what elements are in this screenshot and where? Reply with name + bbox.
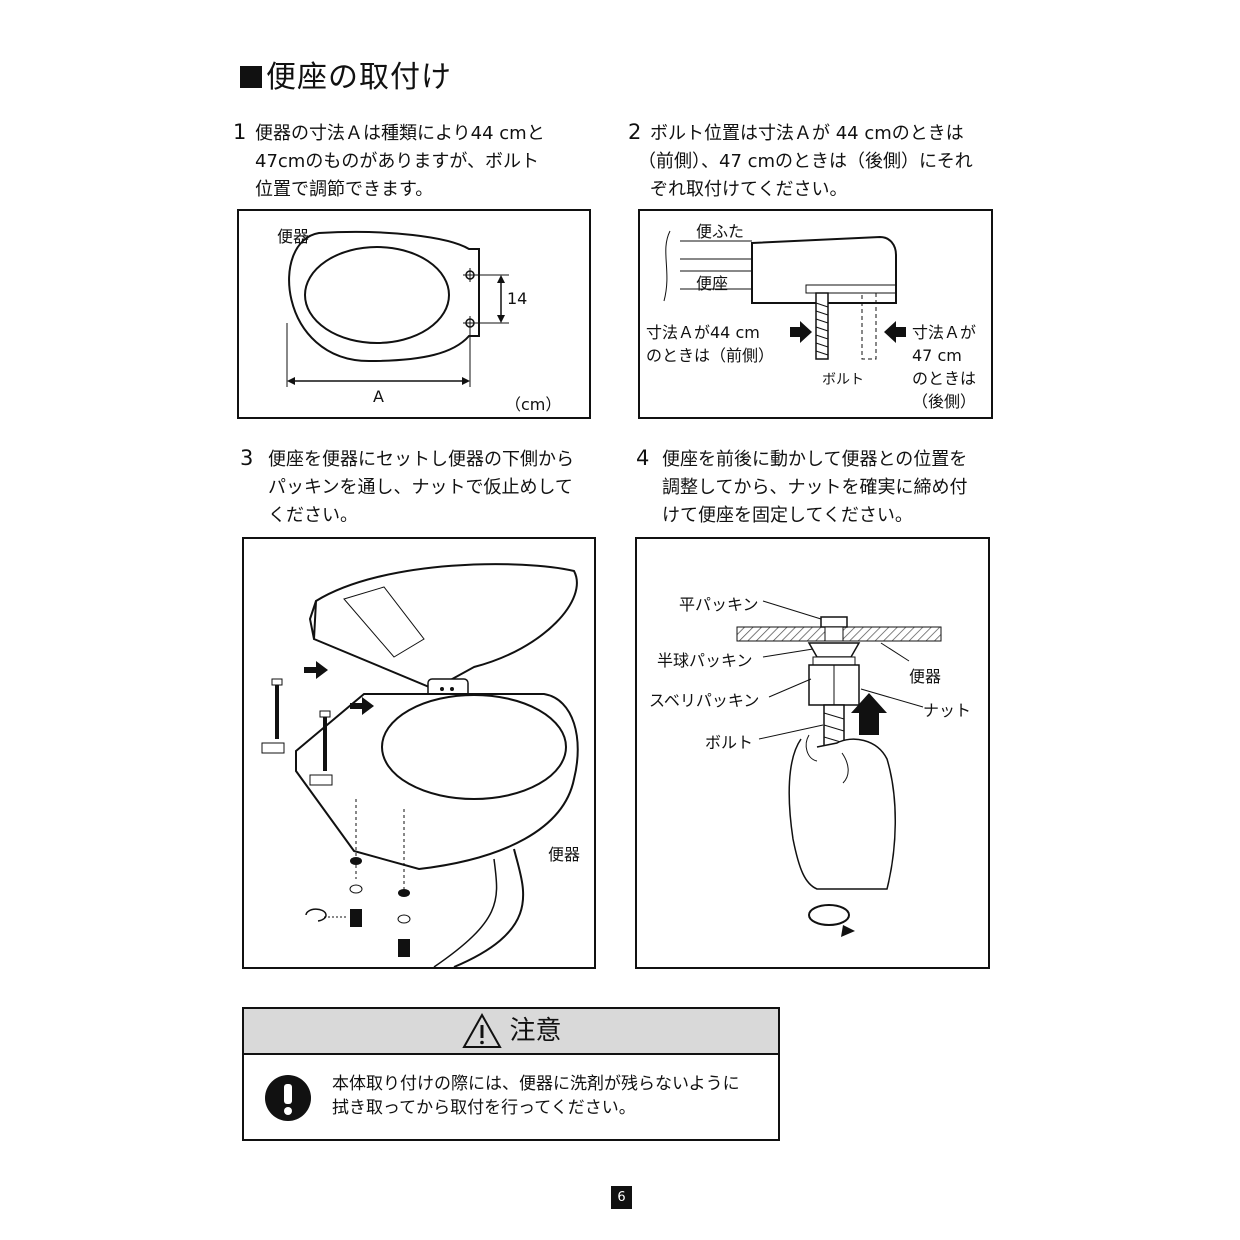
page-title: 便座の取付け	[240, 52, 452, 96]
caution-message: 本体取り付けの際には、便器に洗剤が残らないように 拭き取ってから取付を行ってくだ…	[332, 1074, 740, 1118]
seat-and-bowl-exploded-drawing	[261, 563, 579, 968]
bolt-cross-section-drawing	[736, 600, 942, 937]
label-benki: 便器	[548, 845, 581, 864]
benki-label: 便器	[909, 667, 942, 686]
toilet-bowl-outline-drawing	[286, 230, 509, 387]
step-number: 1	[233, 120, 247, 144]
label-seat: 便座	[696, 274, 729, 293]
rear-position-note: 寸法Ａが 47 cm のときは （後側）	[912, 323, 977, 411]
figure-3-seat-installation: 便器	[242, 537, 596, 969]
label-benki: 便器	[277, 227, 310, 246]
figure-2-bolt-position: 便ふた 便座 寸法Ａが44 cm のときは（前側） ボルト 寸法Ａが 47 cm…	[638, 209, 993, 419]
nut-label: ナット	[923, 701, 972, 720]
figure-1-seat-dimension: 便器 14 A （cm）	[237, 209, 591, 419]
label-bolt: ボルト	[822, 372, 864, 388]
step-number: 4	[636, 446, 650, 470]
unit-label: （cm）	[505, 395, 562, 414]
step-number: 3	[240, 446, 254, 470]
figure-4-nut-tightening: 平パッキン 半球パッキン スベリパッキン ボルト 便器 ナット	[635, 537, 990, 969]
dimension-14-label: 14	[507, 289, 528, 308]
caution-body: 本体取り付けの際には、便器に洗剤が残らないように 拭き取ってから取付を行ってくだ…	[242, 1053, 780, 1141]
flat-packing-label: 平パッキン	[679, 595, 759, 614]
mandatory-exclamation-icon	[265, 1075, 311, 1121]
dimension-a-label: A	[373, 387, 384, 406]
caution-title: 注意	[509, 1016, 562, 1046]
front-position-note: 寸法Ａが44 cm のときは（前側）	[646, 323, 775, 365]
bolt-label: ボルト	[705, 733, 754, 752]
slip-packing-label: スベリパッキン	[649, 691, 760, 710]
seat-side-section-drawing	[663, 230, 906, 360]
title-square-icon	[240, 66, 262, 88]
caution-header: 注意	[242, 1007, 780, 1055]
page-number: 6	[611, 1186, 632, 1209]
warning-triangle-icon	[462, 1012, 503, 1048]
hemi-packing-label: 半球パッキン	[657, 651, 753, 670]
step-number: 2	[628, 120, 642, 144]
label-lid: 便ふた	[696, 222, 745, 241]
